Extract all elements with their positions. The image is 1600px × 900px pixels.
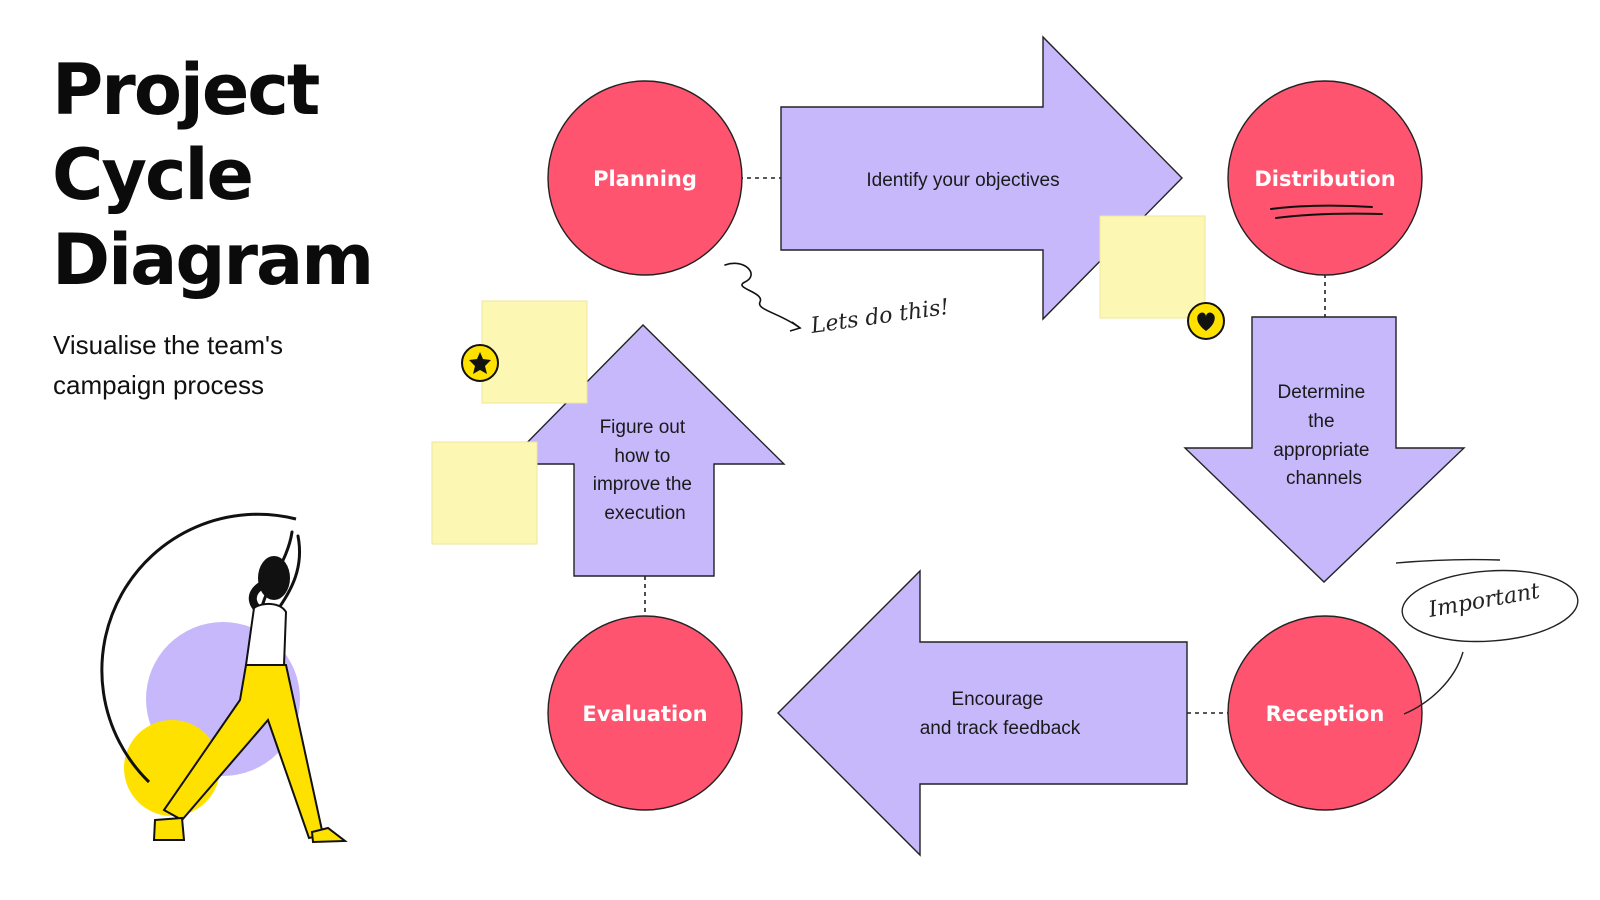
bottom-arrow [777, 569, 1188, 857]
page-title: Project Cycle Diagram [52, 48, 374, 303]
left-arrow-line: execution [604, 503, 685, 524]
right-arrow-line: channels [1286, 468, 1362, 489]
left-arrow-line: how to [614, 446, 670, 467]
right-arrow-line: appropriate [1273, 440, 1369, 461]
decor-arc [100, 512, 297, 784]
title-line: Cycle [52, 134, 254, 216]
node-planning: Planning [547, 80, 743, 276]
arrowhead [789, 321, 802, 332]
node-distribution: Distribution [1227, 80, 1423, 276]
sticky-note[interactable] [1099, 215, 1206, 319]
lets-do-this-text: Lets do this! [808, 295, 950, 339]
bottom-arrow-line: Encourage [951, 689, 1043, 710]
heart-icon[interactable] [1187, 302, 1225, 340]
person-shoe [310, 826, 348, 844]
right-arrow-line: the [1308, 411, 1334, 432]
lets-do-this-annotation: Lets do this! [724, 262, 951, 339]
person-pants [162, 664, 325, 840]
title-line: Diagram [52, 219, 374, 301]
left-arrow [504, 324, 786, 577]
important-scribble-top [1395, 558, 1501, 564]
top-arrow-text: Identify your objectives [866, 170, 1059, 191]
node-label-reception: Reception [1266, 702, 1385, 726]
underline-scribble [1270, 204, 1383, 219]
person-illustration [100, 512, 348, 844]
node-label-distribution: Distribution [1254, 167, 1395, 191]
important-oval [1401, 569, 1579, 643]
right-arrow [1183, 316, 1466, 583]
sticky-note[interactable] [481, 300, 588, 404]
important-text: Important [1426, 579, 1542, 623]
sticky-note[interactable] [431, 441, 538, 545]
top-arrow-line: Identify your objectives [866, 170, 1059, 191]
squiggle-arrow [724, 262, 801, 329]
person-shirt [244, 602, 288, 666]
node-label-planning: Planning [593, 167, 697, 191]
subtitle-line: Visualise the team's [53, 330, 283, 360]
right-arrow-text: Determine the appropriate channels [1273, 382, 1374, 489]
bottom-arrow-text: Encourage and track feedback [920, 689, 1081, 739]
page-subtitle: Visualise the team's campaign process [53, 325, 283, 405]
left-arrow-line: improve the [593, 474, 692, 495]
node-reception: Reception [1227, 615, 1423, 811]
title-line: Project [52, 49, 320, 131]
left-arrow-line: Figure out [600, 417, 686, 438]
important-pointer [1403, 651, 1464, 715]
bottom-arrow-line: and track feedback [920, 718, 1081, 739]
person-shoe [152, 816, 186, 841]
right-arrow-line: Determine [1278, 382, 1366, 403]
person-hair [258, 556, 290, 600]
important-annotation: Important [1395, 558, 1579, 715]
subtitle-line: campaign process [53, 370, 264, 400]
star-icon[interactable] [461, 344, 499, 382]
sticky-notes [431, 215, 1206, 545]
node-label-evaluation: Evaluation [582, 702, 707, 726]
left-arrow-text: Figure out how to improve the execution [593, 417, 698, 524]
node-evaluation: Evaluation [547, 615, 743, 811]
